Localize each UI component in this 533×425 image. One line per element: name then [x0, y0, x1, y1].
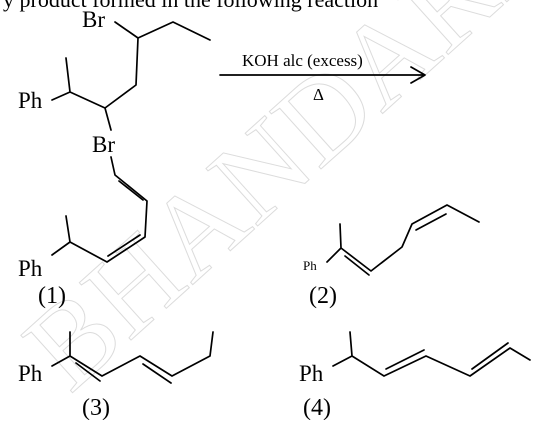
reactant-structure: Br Ph Br Ph (1)	[18, 7, 211, 309]
reaction-arrow-group: KOH alc (excess) Δ	[219, 51, 426, 104]
option-2-structure: Ph (2)	[303, 204, 480, 309]
bromine-label-middle: Br	[92, 132, 115, 157]
option-3-number: (3)	[82, 395, 110, 420]
option-4-phenyl-label: Ph	[299, 361, 324, 386]
heat-condition-label: Δ	[313, 85, 324, 104]
option-4-number: (4)	[303, 395, 331, 420]
reaction-arrow	[219, 66, 426, 84]
reagent-label: KOH alc (excess)	[242, 51, 363, 70]
option-3-double-bond-2	[142, 363, 172, 384]
option-3-skeleton	[51, 331, 214, 377]
reactant-double-bond-2	[107, 234, 141, 257]
option-2-number: (2)	[309, 283, 337, 309]
option-3-structure: Ph (3)	[18, 331, 214, 421]
question-text-fragment: y product formed in the following reacti…	[3, 0, 378, 12]
phenyl-label-top: Ph	[18, 88, 43, 113]
option-2-double-bond-2	[415, 213, 447, 231]
option-4-structure: Ph (4)	[299, 331, 531, 421]
option-1-number: (1)	[38, 283, 66, 309]
option-3-double-bond-1	[75, 362, 101, 382]
option-2-phenyl-label: Ph	[303, 258, 317, 273]
reactant-double-bond-1	[118, 180, 144, 201]
option-2-skeleton	[326, 204, 480, 272]
option-2-double-bond-1	[344, 255, 370, 276]
option-4-double-bond-1	[385, 349, 425, 370]
bromine-label-top: Br	[82, 7, 105, 32]
option-4-double-bond-2	[471, 342, 509, 370]
reactant-skeleton	[51, 21, 211, 263]
phenyl-label-bottom: Ph	[18, 256, 43, 281]
option-4-skeleton	[332, 331, 531, 377]
option-3-phenyl-label: Ph	[18, 361, 43, 386]
